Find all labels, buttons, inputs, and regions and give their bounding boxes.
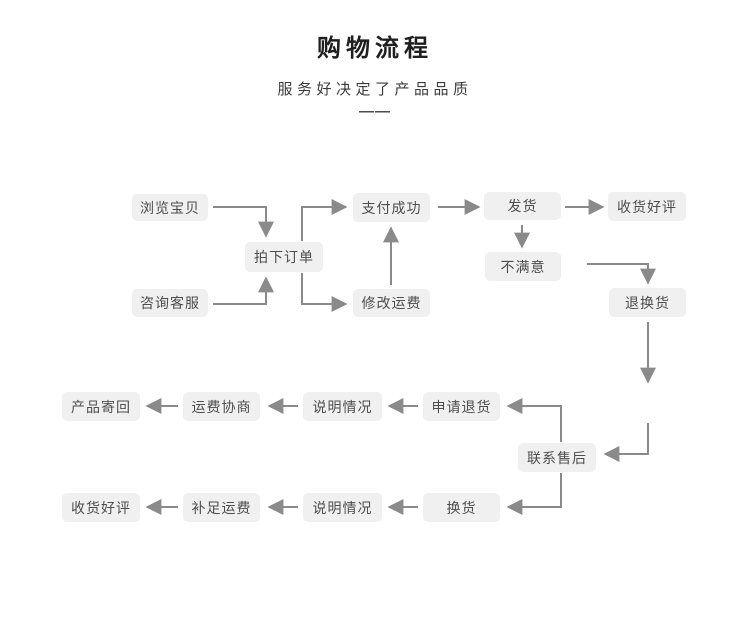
arrow-aftersales-to-exchange — [506, 473, 562, 515]
arrow-consult-to-order — [213, 276, 274, 305]
arrow-browse-to-order — [213, 206, 274, 238]
node-receive-good-review-bottom: 收货好评 — [62, 493, 140, 522]
node-payment-success: 支付成功 — [353, 193, 430, 222]
node-modify-shipping-fee: 修改运费 — [353, 289, 430, 317]
node-browse-items: 浏览宝贝 — [132, 194, 208, 221]
arrow-elbow-to-contact-aftersales — [603, 423, 649, 462]
node-receive-good-review-top: 收货好评 — [608, 192, 686, 221]
node-shipping-negotiation: 运费协商 — [183, 392, 260, 421]
arrow-order-to-modify-shipping — [301, 273, 348, 312]
node-return-exchange: 退换货 — [609, 288, 686, 317]
page-title: 购物流程 — [317, 35, 433, 62]
node-product-send-back: 产品寄回 — [62, 392, 140, 421]
node-contact-aftersales: 联系售后 — [518, 443, 596, 472]
node-unsatisfied: 不满意 — [485, 252, 561, 281]
node-explain-situation-return: 说明情况 — [303, 392, 382, 421]
title-divider-dashes: —— — [359, 103, 391, 120]
page-subtitle: 服务好决定了产品品质 — [277, 81, 473, 98]
node-exchange-goods: 换货 — [423, 493, 500, 522]
arrow-unsatisfied-to-return-exchange — [587, 263, 656, 285]
node-explain-situation-exchange: 说明情况 — [303, 493, 382, 522]
node-makeup-shipping-fee: 补足运费 — [183, 493, 260, 522]
arrow-aftersales-to-apply-return — [506, 398, 562, 442]
node-apply-return: 申请退货 — [423, 392, 500, 421]
node-ship-goods: 发货 — [484, 192, 561, 220]
arrow-order-to-pay — [301, 199, 348, 241]
node-consult-service: 咨询客服 — [132, 289, 208, 317]
node-place-order: 拍下订单 — [245, 242, 323, 272]
